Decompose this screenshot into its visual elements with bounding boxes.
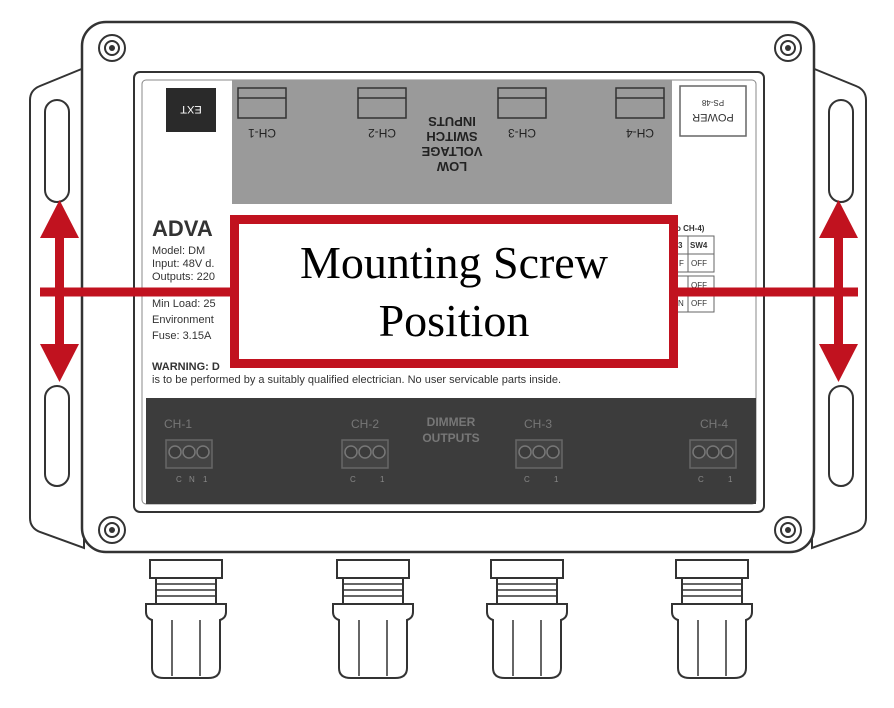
corner-screw-top-right (774, 34, 802, 62)
switch-table: o CH-4) 3 SW4 F OFF OFF N OFF (675, 224, 715, 313)
input-channel-2: CH-2 (357, 87, 407, 140)
spec-text: Model: DM Input: 48V d. Outputs: 220 Min… (152, 245, 216, 342)
output-channel-3: CH-3 C 1 (515, 417, 563, 484)
output-channel-1: CH-1 C N 1 (164, 417, 213, 484)
cable-gland-2 (332, 559, 414, 679)
input-title-line-3: SWITCH (426, 129, 477, 144)
output-channel-2: CH-2 C 1 (341, 417, 389, 484)
left-mounting-slot-upper (44, 99, 70, 203)
power-model: PS-48 (701, 98, 724, 107)
spec-line: Outputs: 220 (152, 271, 215, 283)
output-title-line-2: OUTPUTS (422, 431, 479, 445)
right-double-arrow-icon (819, 200, 858, 382)
input-channel-1: CH-1 (237, 87, 287, 140)
switch-table-col3: 3 (678, 241, 683, 250)
power-label: POWER (692, 111, 734, 123)
terminal-mark: 1 (728, 475, 733, 484)
output-channel-4-label: CH-4 (700, 417, 728, 431)
switch-cell: OFF (691, 259, 707, 268)
right-mounting-slot-lower (828, 385, 854, 487)
input-channel-3-label: CH-3 (508, 126, 536, 140)
switch-cell: OFF (691, 299, 707, 308)
switch-table-col4: SW4 (690, 241, 708, 250)
terminal-mark: C (176, 475, 182, 484)
cable-gland-1 (145, 559, 227, 679)
corner-screw-bottom-right (774, 516, 802, 544)
input-channel-2-label: CH-2 (368, 126, 396, 140)
spec-line: Fuse: 3.15A (152, 330, 212, 342)
left-double-arrow-icon (40, 200, 79, 382)
spec-line: Input: 48V d. (152, 258, 214, 270)
cable-gland-4 (671, 559, 753, 679)
output-title-line-1: DIMMER (427, 415, 476, 429)
output-channel-2-label: CH-2 (351, 417, 379, 431)
power-label-box (679, 85, 747, 137)
terminal-mark: 1 (203, 475, 208, 484)
switch-cell: OFF (691, 281, 707, 290)
switch-cell: F (679, 259, 684, 268)
callout-line-2: Position (378, 294, 530, 346)
output-channel-4: CH-4 C 1 (689, 417, 737, 484)
input-title-line-4: INPUTS (428, 114, 476, 129)
switch-table-header: o CH-4) (676, 224, 705, 233)
spec-line: Min Load: 25 (152, 298, 216, 310)
output-channel-1-label: CH-1 (164, 417, 192, 431)
mounting-screw-callout: Mounting Screw Position (230, 215, 678, 368)
right-mounting-slot-upper (828, 99, 854, 203)
output-channel-3-label: CH-3 (524, 417, 552, 431)
switch-cell: N (678, 299, 684, 308)
input-panel (232, 80, 672, 204)
cable-gland-3 (486, 559, 568, 679)
input-channel-4: CH-4 (615, 87, 665, 140)
corner-screw-top-left (98, 34, 126, 62)
callout-line-1: Mounting Screw (300, 236, 608, 288)
spec-line: Environment (152, 314, 214, 326)
input-channel-1-label: CH-1 (248, 126, 276, 140)
terminal-mark: C (350, 475, 356, 484)
ext-label-box (166, 88, 216, 132)
input-title-line-1: LOW (436, 159, 467, 174)
terminal-mark: C (698, 475, 704, 484)
corner-screw-bottom-left (98, 516, 126, 544)
left-mounting-slot-lower (44, 385, 70, 487)
terminal-mark: 1 (554, 475, 559, 484)
ext-label: EXT (180, 103, 202, 115)
terminal-mark: N (189, 475, 195, 484)
terminal-mark: C (524, 475, 530, 484)
warning-line-1: WARNING: D (152, 361, 220, 373)
input-title: LOW VOLTAGE SWITCH INPUTS (421, 114, 482, 174)
terminal-mark: 1 (380, 475, 385, 484)
output-panel (146, 398, 756, 504)
input-channel-3: CH-3 (497, 87, 547, 140)
input-channel-4-label: CH-4 (626, 126, 654, 140)
spec-line: Model: DM (152, 245, 205, 257)
warning-line-2: is to be performed by a suitably qualifi… (152, 374, 561, 386)
input-title-line-2: VOLTAGE (421, 144, 482, 159)
brand-name: ADVA (152, 216, 213, 241)
